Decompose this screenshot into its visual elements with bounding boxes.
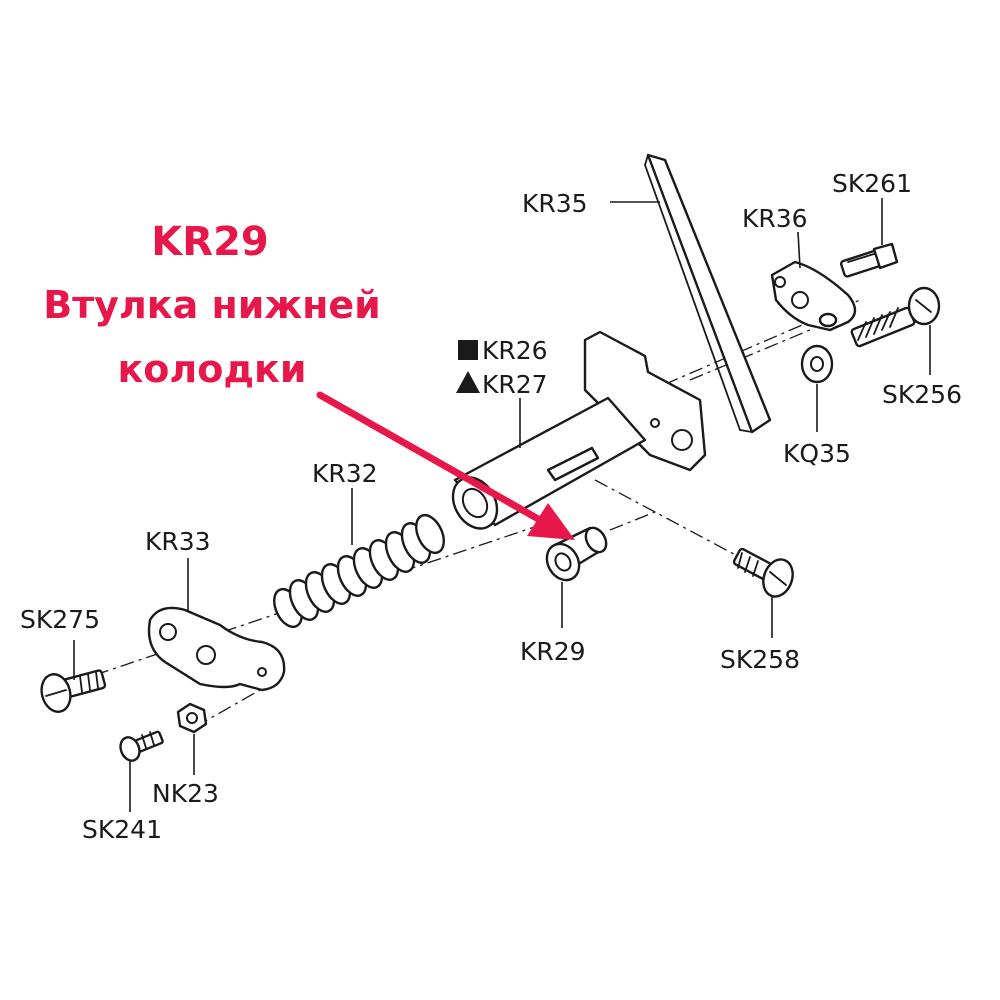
nut-nk23: [176, 702, 208, 734]
triangle-icon: [456, 371, 480, 393]
callout-arrow: [316, 391, 575, 540]
label-kq35: KQ35: [783, 439, 851, 468]
label-sk258: SK258: [720, 645, 800, 674]
spring-kr32: [273, 513, 445, 629]
lever-kr35: [644, 153, 772, 434]
label-sk241: SK241: [82, 815, 162, 844]
screw-sk275: [40, 669, 107, 713]
washer-kq35: [800, 344, 834, 384]
label-sk261: SK261: [832, 169, 912, 198]
label-nk23: NK23: [152, 779, 219, 808]
callout-description-line2: колодки: [118, 347, 307, 391]
callout-description-line1: Втулка нижней: [43, 283, 381, 327]
screw-sk258: [732, 547, 794, 598]
screw-sk256: [850, 286, 941, 348]
leader-lines: [73, 198, 931, 812]
label-kr35: KR35: [522, 189, 588, 218]
screw-sk241: [119, 730, 164, 762]
callout-part-code: KR29: [151, 219, 268, 265]
label-kr32: KR32: [312, 459, 378, 488]
label-sk275: SK275: [20, 605, 100, 634]
bushing-kr29: [545, 526, 608, 582]
link-plate-kr33: [147, 606, 286, 692]
label-kr36: KR36: [742, 204, 808, 233]
cam-plate-kr36: [770, 260, 857, 332]
square-icon: [458, 340, 478, 360]
label-sk256: SK256: [882, 380, 962, 409]
label-kr29: KR29: [520, 637, 586, 666]
label-kr27: KR27: [482, 370, 548, 399]
label-kr33: KR33: [145, 527, 211, 556]
screw-sk261: [839, 242, 899, 278]
shaft-kr26-kr27: [451, 330, 707, 530]
label-kr26: KR26: [482, 336, 548, 365]
